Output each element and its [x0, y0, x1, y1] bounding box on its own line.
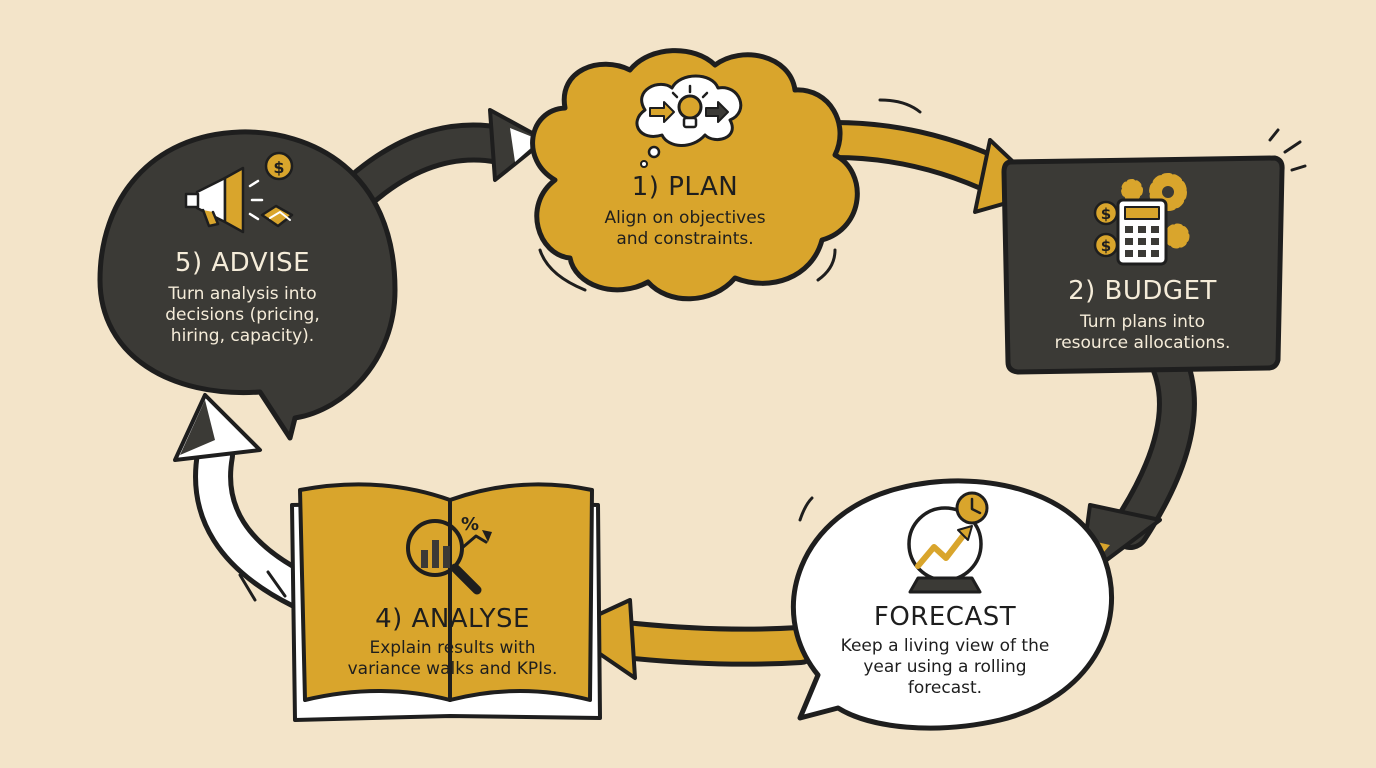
sketch-marks	[238, 98, 1307, 602]
budget-description-line: resource allocations.	[1054, 333, 1231, 353]
advise-text: 5) ADVISE Turn analysis into decisions (…	[125, 248, 360, 347]
plan-description-line: Align on objectives	[604, 208, 766, 228]
budget-text: 2) BUDGET Turn plans into resource alloc…	[1015, 276, 1270, 354]
advise-description-line: decisions (pricing,	[165, 305, 320, 325]
forecast-title: FORECAST	[873, 602, 1017, 632]
plan-node	[530, 48, 860, 302]
forecast-text: FORECAST Keep a living view of the year …	[815, 602, 1075, 699]
advise-node: $	[97, 129, 398, 441]
lightbulb-thought-icon	[635, 74, 743, 168]
dollar-sign-1: $	[1101, 205, 1111, 223]
crystal-ball-icon	[907, 491, 989, 594]
analyse-description: Explain results with variance walks and …	[330, 638, 575, 680]
budget-title: 2) BUDGET	[1068, 276, 1217, 306]
advise-description: Turn analysis into decisions (pricing, h…	[125, 284, 360, 347]
megaphone-handshake-icon: $	[184, 151, 294, 234]
forecast-description: Keep a living view of the year using a r…	[815, 636, 1075, 699]
analyse-text: 4) ANALYSE Explain results with variance…	[330, 604, 575, 680]
plan-title: 1) PLAN	[631, 172, 739, 202]
analyse-description-line: variance walks and KPIs.	[347, 659, 558, 679]
calculator-gears-icon: $ $	[1093, 173, 1190, 266]
analyse-description-line: Explain results with	[369, 638, 536, 658]
magnifier-chart-icon: %	[406, 514, 492, 595]
percent-sign: %	[461, 514, 479, 535]
budget-node: $ $	[1001, 155, 1285, 375]
dollar-sign-2: $	[1101, 237, 1111, 255]
advise-description-line: Turn analysis into	[168, 284, 317, 304]
plan-description-line: and constraints.	[616, 229, 754, 249]
dollar-sign-3: $	[273, 158, 284, 177]
forecast-description-line: Keep a living view of the	[840, 636, 1050, 656]
forecast-node	[790, 478, 1115, 731]
arrow-advise-to-plan	[325, 108, 547, 225]
advise-title: 5) ADVISE	[174, 248, 311, 278]
forecast-description-line: forecast.	[907, 678, 983, 698]
budget-description-line: Turn plans into	[1080, 312, 1205, 332]
analyse-title: 4) ANALYSE	[375, 604, 530, 634]
plan-description: Align on objectives and constraints.	[560, 208, 810, 250]
arrow-analyse-to-advise	[173, 393, 320, 610]
analyse-node: %	[290, 482, 602, 722]
advise-description-line: hiring, capacity).	[170, 326, 315, 346]
budget-description: Turn plans into resource allocations.	[1015, 312, 1270, 354]
forecast-description-line: year using a rolling	[863, 657, 1027, 677]
plan-text: 1) PLAN Align on objectives and constrai…	[560, 172, 810, 250]
